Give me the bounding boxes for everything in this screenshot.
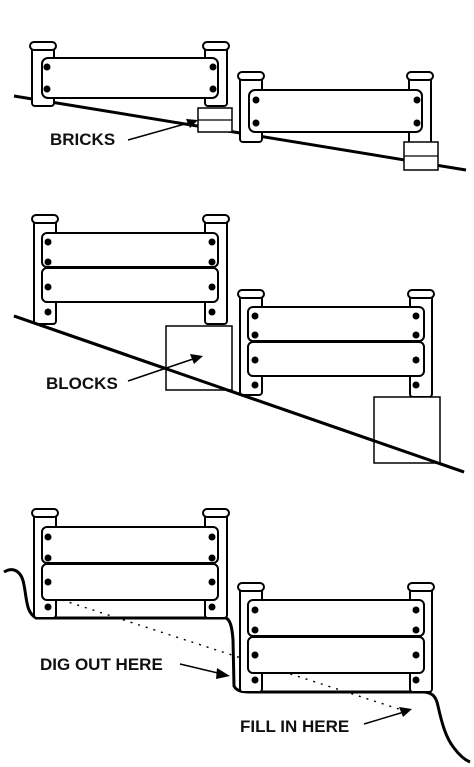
fence-board	[247, 341, 425, 377]
fence-board	[41, 232, 219, 268]
bolt	[412, 331, 420, 339]
bolt	[44, 578, 52, 586]
post-cap	[407, 582, 435, 592]
fence-board	[41, 526, 219, 564]
bolt	[251, 676, 259, 684]
post-cap	[406, 71, 434, 81]
bolt	[44, 308, 52, 316]
post-cap	[202, 41, 230, 51]
bolt	[43, 63, 51, 71]
panel-bricks: BRICKS	[13, 41, 467, 172]
post-cap	[237, 289, 265, 299]
bolt	[412, 312, 420, 320]
bolt	[43, 85, 51, 93]
fence-section-upper	[29, 41, 230, 107]
bolt	[413, 119, 421, 127]
bolt	[412, 626, 420, 634]
bolt	[44, 554, 52, 562]
arrowhead-fill-in	[399, 707, 412, 717]
label-fill-in: FILL IN HERE	[240, 717, 349, 736]
label-bricks: BRICKS	[50, 130, 115, 149]
bolt	[251, 356, 259, 364]
post-cap	[202, 508, 230, 518]
bolt	[208, 238, 216, 246]
bolt	[412, 356, 420, 364]
bolt	[44, 258, 52, 266]
arrow-fill-in	[363, 711, 405, 725]
fence-section-upper	[31, 508, 230, 619]
arrowhead-dig-out	[216, 668, 230, 679]
panel-blocks: BLOCKS	[13, 214, 465, 474]
post-cap	[237, 582, 265, 592]
post-cap	[407, 289, 435, 299]
bolt	[208, 554, 216, 562]
bolt	[251, 651, 259, 659]
bolt	[209, 85, 217, 93]
arrowhead-blocks	[190, 354, 203, 364]
fence-board	[247, 636, 425, 674]
bolt	[208, 578, 216, 586]
bolt	[251, 606, 259, 614]
bolt	[252, 119, 260, 127]
bolt	[44, 533, 52, 541]
post-cap	[237, 71, 265, 81]
bolt	[412, 651, 420, 659]
fence-board	[41, 267, 219, 303]
bolt	[44, 283, 52, 291]
fence-section-lower	[237, 582, 435, 693]
bolt	[413, 96, 421, 104]
fence-board	[248, 89, 423, 133]
fence-board	[247, 599, 425, 637]
bolt	[208, 533, 216, 541]
fence-section-lower	[237, 289, 435, 398]
post-cap	[202, 214, 230, 224]
bolt	[44, 603, 52, 611]
bolt	[208, 603, 216, 611]
bolt	[208, 258, 216, 266]
fence-board	[41, 57, 219, 99]
post-cap	[31, 214, 59, 224]
fence-board	[247, 306, 425, 342]
ground-slope-line-front	[13, 314, 465, 474]
bolt	[412, 676, 420, 684]
bolt	[251, 331, 259, 339]
fence-board	[41, 563, 219, 601]
bolt	[44, 238, 52, 246]
stepped-ground-profile	[3, 568, 471, 764]
bolt	[412, 381, 420, 389]
bolt	[412, 606, 420, 614]
bolt	[251, 626, 259, 634]
arrow-dig-out	[179, 663, 223, 675]
fence-section-lower	[237, 71, 434, 147]
label-blocks: BLOCKS	[46, 374, 118, 393]
bolt	[208, 308, 216, 316]
bolt	[208, 283, 216, 291]
panel-dig-fill: DIG OUT HERE FILL IN HERE	[3, 508, 471, 764]
arrowhead-bricks	[186, 119, 198, 128]
bolt	[252, 96, 260, 104]
bolt	[251, 381, 259, 389]
post-cap	[29, 41, 57, 51]
arrow-bricks	[127, 121, 193, 141]
label-dig-out: DIG OUT HERE	[40, 655, 163, 674]
post-cap	[31, 508, 59, 518]
bolt	[251, 312, 259, 320]
arrow-blocks	[127, 357, 197, 382]
fence-section-upper	[31, 214, 230, 325]
bolt	[209, 63, 217, 71]
